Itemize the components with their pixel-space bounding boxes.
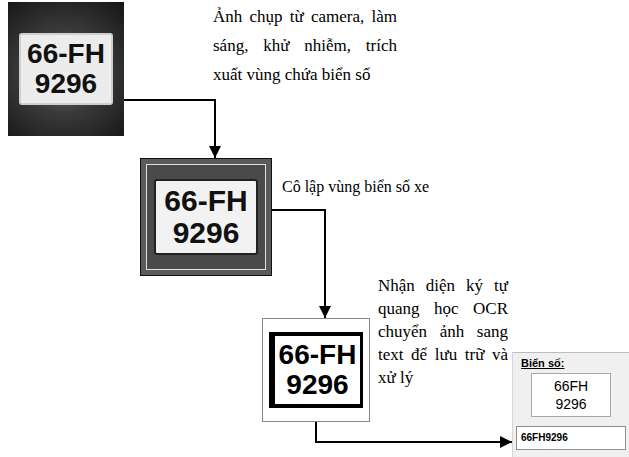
- binarized-plate: 66-FH 9296: [262, 318, 370, 422]
- step-description: Cô lập vùng biển số xe: [282, 176, 472, 198]
- flow-arrow: [272, 210, 325, 318]
- panel-heading: Biển số:: [521, 356, 564, 370]
- plate-text: 66-FH 9296: [269, 332, 363, 408]
- flow-arrow: [124, 100, 215, 158]
- result-panel: Biển số: 66FH 9296 66FH9296: [512, 352, 629, 457]
- cropped-plate: 66-FH 9296: [140, 158, 272, 276]
- plate-text: 66-FH 9296: [154, 179, 258, 255]
- result-text: 66FH9296: [517, 428, 568, 448]
- plate-text-box: 66FH 9296: [531, 373, 611, 417]
- result-text: 66FH 9296: [541, 377, 601, 413]
- camera-photo: 66-FH 9296: [8, 2, 124, 136]
- step-description: Nhận diện ký tự quang học OCR chuyển ảnh…: [378, 274, 508, 389]
- plate-text-field: 66FH9296: [516, 426, 626, 450]
- flow-arrow: [316, 422, 512, 442]
- plate-text: 66-FH 9296: [19, 33, 113, 105]
- step-description: Ảnh chụp từ camera, làm sáng, khử nhiễm,…: [213, 2, 397, 89]
